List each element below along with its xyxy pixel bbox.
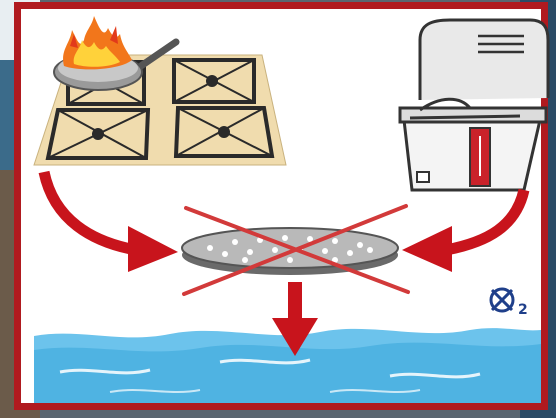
o2-subscript: 2	[518, 302, 528, 318]
deep-fryer-icon	[400, 20, 548, 190]
no-oxygen-icon	[491, 289, 513, 311]
arrow-from-fryer-icon	[402, 190, 524, 272]
arrow-from-stove-icon	[44, 172, 178, 272]
